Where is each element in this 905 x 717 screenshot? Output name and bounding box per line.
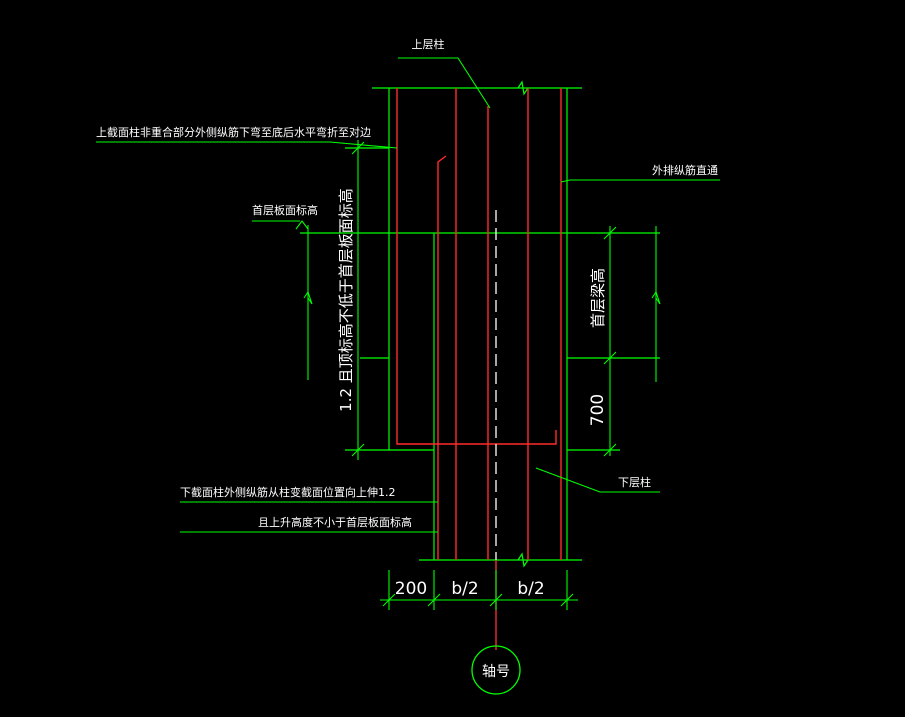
label-upper-column: 上层柱 [412, 37, 445, 51]
label-outer-rebar: 外排纵筋直通 [652, 163, 718, 177]
leader-lower-column [535, 467, 660, 493]
bottom-tick-3 [489, 593, 503, 607]
label-lower-note-1: 下截面柱外侧纵筋从柱变截面位置向上伸1.2 [180, 485, 396, 499]
slab-elev-marker [295, 220, 309, 230]
dim-200: 200 [395, 579, 427, 599]
break-mark-bottom [517, 552, 529, 568]
right-dim-tick-mid [603, 351, 617, 365]
axis-label: 轴号 [482, 664, 510, 680]
axis-bubble [471, 645, 521, 695]
column-outline [300, 80, 660, 568]
slab-elev-break [303, 290, 313, 305]
leaders [96, 57, 720, 533]
beam-height-break [651, 290, 661, 305]
bottom-tick-1 [382, 593, 396, 607]
right-dim-tick-bottom [603, 443, 617, 457]
rebar-group [396, 88, 562, 560]
dim-700: 700 [588, 394, 608, 426]
label-lower-column: 下层柱 [618, 475, 651, 489]
vertical-note: 1.2 且顶标高不低于首层板面标高 [337, 188, 355, 412]
beam-height-label: 首层梁高 [589, 268, 607, 328]
left-dim-tick-top [351, 141, 365, 155]
label-slab-elev: 首层板面标高 [252, 203, 318, 217]
rebar-bent-upper [396, 88, 557, 445]
leader-upper-note [96, 141, 398, 149]
right-dim-tick-top [603, 226, 617, 240]
dim-b2-right: b/2 [517, 579, 544, 599]
bottom-tick-4 [560, 593, 574, 607]
leader-outer-rebar [560, 179, 720, 183]
left-dim-tick-bottom [351, 443, 365, 457]
rebar-lower-extended [437, 155, 447, 560]
leader-upper-column [398, 57, 491, 109]
label-upper-note: 上截面柱非重合部分外侧纵筋下弯至底后水平弯折至对边 [96, 125, 371, 139]
right-vertical-dimension [603, 226, 661, 457]
label-lower-note-2: 且上升高度不小于首层板面标高 [258, 515, 412, 529]
break-mark-top [517, 80, 529, 96]
left-vertical-dimension [303, 140, 365, 460]
bottom-tick-2 [427, 593, 441, 607]
dim-b2-left: b/2 [451, 579, 478, 599]
bottom-dimension [380, 570, 578, 610]
